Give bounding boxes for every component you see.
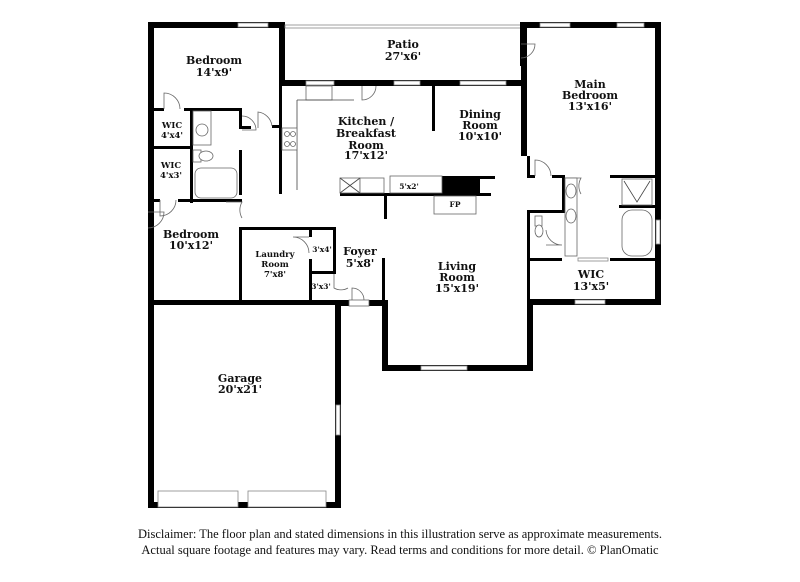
fireplace-hearth bbox=[433, 195, 477, 215]
room-label-dining-1: Dining bbox=[459, 108, 501, 121]
fireplace-label: FP bbox=[450, 200, 461, 209]
disclaimer-line-2: Actual square footage and features may v… bbox=[141, 543, 659, 557]
main-bathtub bbox=[621, 209, 653, 257]
room-label-laundry-1: Laundry bbox=[255, 250, 295, 260]
room-dims-laundry: 7'x8' bbox=[264, 270, 286, 280]
room-dims-main-wic: 13'x5' bbox=[573, 280, 609, 293]
kitchen-sink bbox=[305, 85, 333, 101]
room-dims-kitchen: 17'x12' bbox=[344, 149, 388, 162]
room-dims-garage: 20'x21' bbox=[218, 383, 262, 396]
fixtures bbox=[192, 85, 653, 262]
room-dims-closet-3x4: 3'x4' bbox=[312, 245, 332, 254]
room-labels: Bedroom 14'x9' Patio 27'x6' Kitchen / Br… bbox=[160, 38, 619, 396]
room-label-main-bedroom-2: Bedroom bbox=[562, 89, 618, 102]
room-label-bedroom-nw: Bedroom bbox=[186, 54, 242, 67]
room-dims-bedroom-nw: 14'x9' bbox=[196, 66, 232, 79]
room-label-living-2: Room bbox=[439, 271, 475, 284]
room-label-kitchen-1: Kitchen / bbox=[338, 115, 395, 128]
room-label-laundry-2: Room bbox=[261, 260, 288, 270]
room-dims-wic-2: 4'x3' bbox=[160, 171, 182, 181]
room-dims-main-bedroom: 13'x16' bbox=[568, 100, 612, 113]
room-dims-bedroom-w: 10'x12' bbox=[169, 239, 213, 252]
room-label-main-bedroom-1: Main bbox=[574, 78, 605, 91]
room-label-foyer: Foyer bbox=[343, 245, 377, 258]
room-label-wic-2: WIC bbox=[160, 161, 182, 171]
room-dims-dining: 10'x10' bbox=[458, 130, 502, 143]
room-label-bedroom-w: Bedroom bbox=[163, 228, 219, 241]
disclaimer-line-1: Disclaimer: The floor plan and stated di… bbox=[138, 527, 662, 541]
room-dims-patio: 27'x6' bbox=[385, 50, 421, 63]
room-dims-wic-1: 4'x4' bbox=[161, 131, 183, 141]
room-label-dining-2: Room bbox=[462, 119, 498, 132]
room-label-wic-1: WIC bbox=[161, 121, 183, 131]
room-label-kitchen-2: Breakfast bbox=[336, 127, 397, 140]
room-dims-pantry: 5'x2' bbox=[399, 182, 419, 191]
room-label-garage: Garage bbox=[218, 372, 262, 385]
room-label-kitchen-3: Room bbox=[348, 139, 384, 152]
room-dims-closet-3x3: 3'x3' bbox=[311, 282, 331, 291]
interior-walls bbox=[154, 86, 655, 305]
room-dims-foyer: 5'x8' bbox=[346, 257, 375, 270]
doors bbox=[147, 43, 582, 307]
room-label-patio: Patio bbox=[387, 38, 419, 51]
bathtub bbox=[194, 167, 238, 199]
windows bbox=[157, 22, 661, 508]
room-label-living-1: Living bbox=[438, 260, 476, 273]
room-dims-living: 15'x19' bbox=[435, 282, 479, 295]
stove bbox=[281, 127, 298, 151]
shower bbox=[621, 178, 653, 206]
room-label-main-wic: WIC bbox=[577, 268, 604, 281]
